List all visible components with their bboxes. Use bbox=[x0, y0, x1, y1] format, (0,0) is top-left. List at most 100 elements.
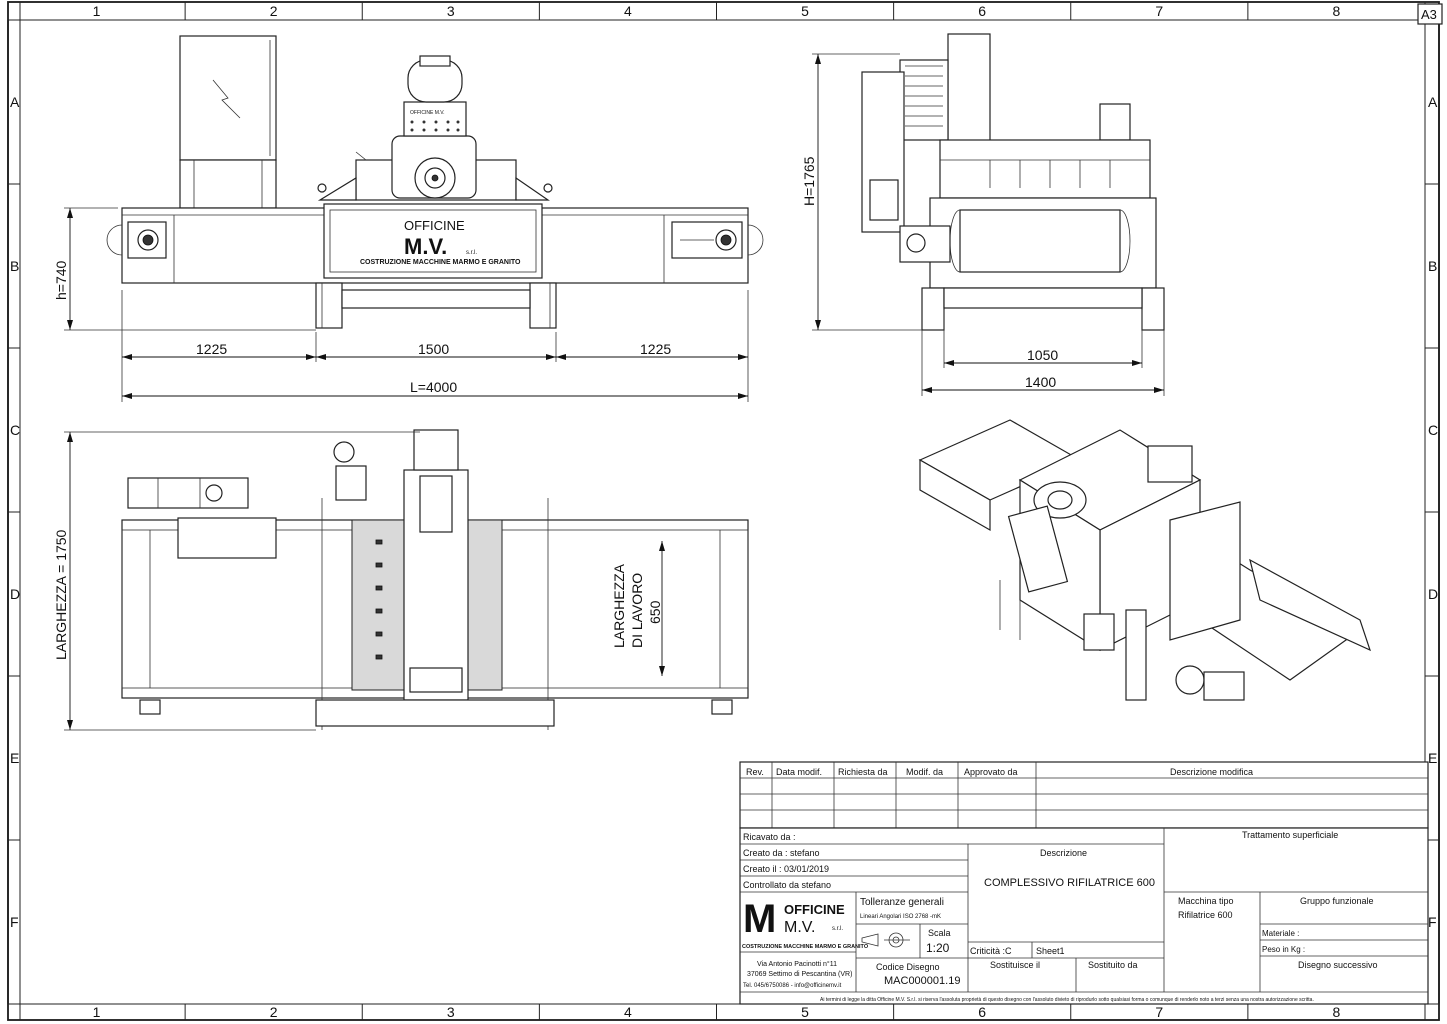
column-label: 8 bbox=[1332, 1004, 1340, 1020]
svg-text:Trattamento superficiale: Trattamento superficiale bbox=[1242, 830, 1338, 840]
front-length-dim: L=4000 bbox=[410, 379, 457, 395]
column-label: 5 bbox=[801, 1004, 809, 1020]
svg-text:M: M bbox=[743, 897, 776, 941]
svg-text:Sostituito da: Sostituito da bbox=[1088, 960, 1138, 970]
right-leg bbox=[529, 282, 557, 329]
title-block: Ricavato da : Creato da : stefano Creato… bbox=[739, 827, 1429, 1005]
isometric-view bbox=[918, 419, 1372, 701]
plan-width-dim: LARGHEZZA = 1750 bbox=[53, 529, 69, 660]
svg-text:Descrizione: Descrizione bbox=[1040, 848, 1087, 858]
svg-text:Modif. da: Modif. da bbox=[906, 767, 943, 777]
column-label: 3 bbox=[447, 3, 455, 19]
column-label: 6 bbox=[978, 3, 986, 19]
front-height-dim: h=740 bbox=[53, 260, 69, 300]
row-label: A bbox=[1428, 94, 1438, 110]
svg-text:Materiale :: Materiale : bbox=[1262, 929, 1299, 938]
row-label: B bbox=[10, 258, 19, 274]
column-label: 4 bbox=[624, 3, 632, 19]
column-label: 7 bbox=[1155, 1004, 1163, 1020]
column-label: 5 bbox=[801, 3, 809, 19]
svg-text:LARGHEZZA: LARGHEZZA bbox=[611, 563, 627, 648]
front-left-dim: 1225 bbox=[196, 341, 227, 357]
sheet-size-label: A3 bbox=[1421, 7, 1437, 22]
row-label: C bbox=[10, 422, 20, 438]
side-motor bbox=[899, 59, 949, 141]
svg-text:Approvato da: Approvato da bbox=[964, 767, 1018, 777]
svg-text:s.r.l.: s.r.l. bbox=[832, 926, 843, 932]
svg-text:Rev.: Rev. bbox=[746, 767, 764, 777]
svg-text:Criticità :C: Criticità :C bbox=[970, 946, 1012, 956]
svg-text:Tolleranze generali: Tolleranze generali bbox=[860, 897, 944, 908]
projection-symbol-icon bbox=[861, 932, 910, 948]
front-tagline-text: COSTRUZIONE MACCHINE MARMO E GRANITO bbox=[360, 259, 521, 266]
drawing-description: COMPLESSIVO RIFILATRICE 600 bbox=[984, 877, 1155, 889]
column-ticks: 1 1 2 2 3 3 4 4 5 5 6 6 7 7 8 8 bbox=[93, 2, 1340, 1020]
plan-view: LARGHEZZA = 1750 LARGHEZZA DI LAVORO 650 bbox=[53, 429, 749, 731]
column-label: 6 bbox=[978, 1004, 986, 1020]
svg-text:COSTRUZIONE MACCHINE MARMO E G: COSTRUZIONE MACCHINE MARMO E GRANITO bbox=[742, 944, 869, 950]
svg-text:Codice Disegno: Codice Disegno bbox=[876, 962, 940, 972]
svg-text:Lineari Angolari ISO 2768 -mK: Lineari Angolari ISO 2768 -mK bbox=[860, 914, 941, 920]
row-label: A bbox=[10, 94, 20, 110]
row-label: D bbox=[1428, 586, 1438, 602]
column-label: 4 bbox=[624, 1004, 632, 1020]
svg-text:Peso in Kg :: Peso in Kg : bbox=[1262, 945, 1305, 954]
svg-text:M.V.: M.V. bbox=[784, 919, 815, 936]
drawing-code: MAC000001.19 bbox=[884, 975, 960, 987]
svg-text:OFFICINE M.V.: OFFICINE M.V. bbox=[410, 110, 445, 116]
company-logo: M OFFICINE M.V. s.r.l. COSTRUZIONE MACCH… bbox=[742, 897, 869, 950]
svg-text:s.r.l.: s.r.l. bbox=[466, 250, 477, 256]
svg-text:37069 Settimo di Pescantina (V: 37069 Settimo di Pescantina (VR) bbox=[747, 971, 852, 978]
side-belt-drum bbox=[959, 209, 1121, 273]
svg-text:Descrizione modifica: Descrizione modifica bbox=[1170, 767, 1253, 777]
left-leg bbox=[315, 282, 343, 329]
column-label: 1 bbox=[93, 1004, 101, 1020]
svg-text:Gruppo funzionale: Gruppo funzionale bbox=[1300, 896, 1374, 906]
svg-text:OFFICINE: OFFICINE bbox=[784, 902, 845, 917]
column-label: 7 bbox=[1155, 3, 1163, 19]
plan-cabinet bbox=[177, 517, 277, 559]
side-frame-top bbox=[939, 139, 1151, 199]
column-label: 8 bbox=[1332, 3, 1340, 19]
brand-panel bbox=[323, 203, 543, 279]
svg-text:Sostituisce il: Sostituisce il bbox=[990, 960, 1040, 970]
svg-text:Via Antonio Pacinotti n°11: Via Antonio Pacinotti n°11 bbox=[757, 960, 837, 968]
front-center-dim: 1500 bbox=[418, 341, 449, 357]
row-label: F bbox=[1428, 914, 1437, 930]
front-brand-text: OFFICINE bbox=[404, 218, 465, 233]
row-label: F bbox=[10, 914, 19, 930]
row-label: C bbox=[1428, 422, 1438, 438]
svg-text:Creato da : stefano: Creato da : stefano bbox=[743, 848, 820, 858]
svg-text:Macchina tipo: Macchina tipo bbox=[1178, 896, 1234, 906]
lightning-symbol-icon bbox=[212, 79, 241, 119]
svg-text:Disegno successivo: Disegno successivo bbox=[1298, 960, 1378, 970]
column-label: 2 bbox=[270, 3, 278, 19]
row-label: B bbox=[1428, 258, 1437, 274]
svg-text:Tel. 045/6750086 - info@offici: Tel. 045/6750086 - info@officinemv.it bbox=[743, 983, 842, 989]
side-cabinet bbox=[947, 33, 991, 159]
svg-text:Creato il : 03/01/2019: Creato il : 03/01/2019 bbox=[743, 864, 829, 874]
side-inner-dim: 1050 bbox=[1027, 347, 1058, 363]
legal-notice: Ai termini di legge la ditta Officine M.… bbox=[820, 997, 1314, 1003]
revision-table: Rev. Data modif. Richiesta da Modif. da … bbox=[739, 761, 1429, 829]
machine-type: Rifilatrice 600 bbox=[1178, 910, 1233, 920]
svg-text:Richiesta da: Richiesta da bbox=[838, 767, 888, 777]
plan-working-width-dim: 650 bbox=[647, 600, 663, 624]
svg-text:Sheet1: Sheet1 bbox=[1036, 946, 1065, 956]
svg-text:Scala: Scala bbox=[928, 928, 951, 938]
svg-text:DI LAVORO: DI LAVORO bbox=[629, 573, 645, 648]
row-label: E bbox=[10, 750, 19, 766]
front-right-dim: 1225 bbox=[640, 341, 671, 357]
column-label: 2 bbox=[270, 1004, 278, 1020]
column-label: 1 bbox=[93, 3, 101, 19]
side-height-dim: H=1765 bbox=[801, 156, 817, 206]
row-label: D bbox=[10, 586, 20, 602]
side-outer-dim: 1400 bbox=[1025, 374, 1056, 390]
iso-cabinet bbox=[1169, 501, 1241, 641]
side-view: H=1765 1050 1400 bbox=[801, 33, 1165, 396]
svg-text:Ricavato da :: Ricavato da : bbox=[743, 832, 796, 842]
svg-text:Controllato da stefano: Controllato da stefano bbox=[743, 880, 831, 890]
column-label: 3 bbox=[447, 1004, 455, 1020]
